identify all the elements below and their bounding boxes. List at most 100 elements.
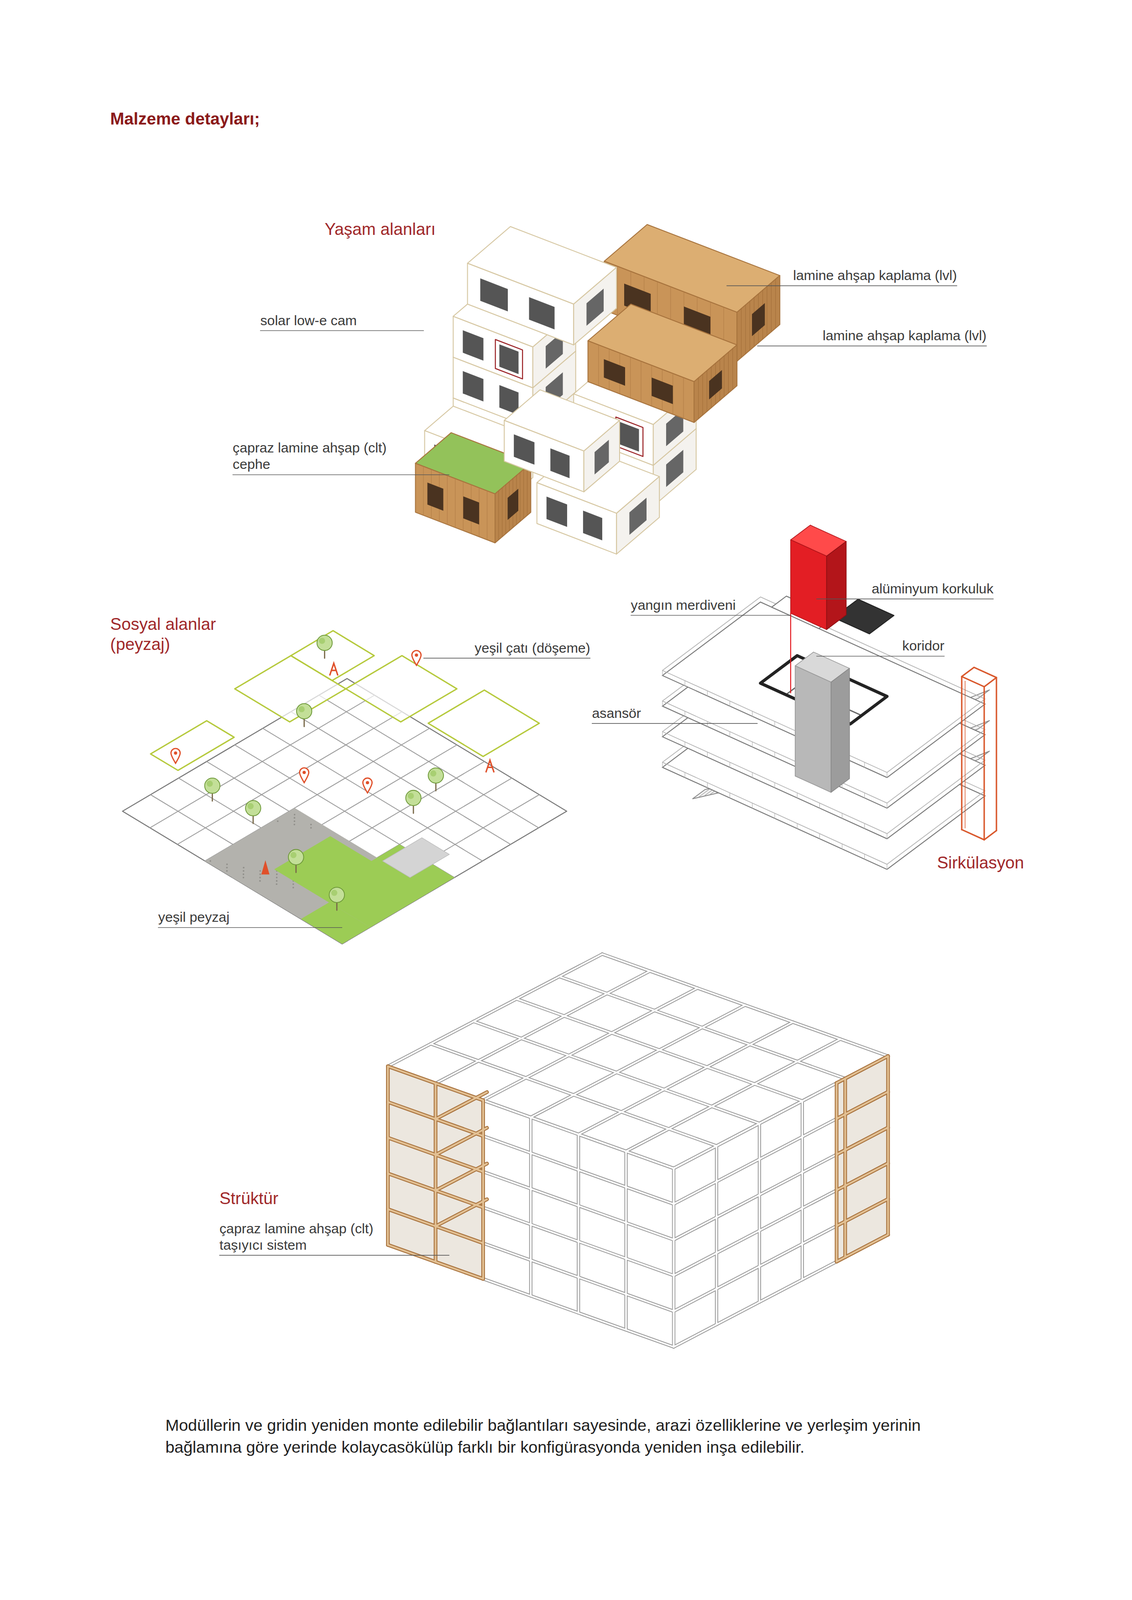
gravel-dot [293,813,296,816]
beam [758,1123,761,1303]
caption: Modüllerin ve gridin yeniden monte edile… [165,1414,978,1460]
tree-canopy [430,770,437,777]
railing-post [774,721,775,727]
timber-beam [886,1056,889,1236]
gravel-dot [276,820,279,823]
timber-plank [501,487,503,537]
railing-post [886,803,888,809]
timber-plank [771,282,772,332]
railing-post [729,731,731,737]
module-face [693,344,737,423]
gravel-dot [209,860,212,863]
seating-symbol [485,760,495,773]
gravel-dot [226,867,229,870]
gravel-dot [275,883,278,886]
callout-label: çapraz lamine ahşap (clt) taşıyıcı siste… [219,1220,375,1254]
tree-canopy [245,800,261,817]
shaft-edge [983,687,985,841]
tree-canopy [206,780,213,787]
beam-outline [624,1151,628,1331]
beam [673,1190,837,1276]
timber-beam [435,1128,488,1156]
railing-post [707,752,708,758]
window [751,303,765,337]
timber-beam-outline [886,1056,890,1236]
gravel-dot [226,863,229,866]
beam [530,1005,746,1118]
timber-beam [435,1092,488,1120]
gravel-dot [292,883,295,886]
leader-line [816,599,994,600]
beam [673,1154,837,1241]
gravel-dot [293,817,296,820]
beam-outline [529,1117,533,1297]
gravel-dot [242,870,245,873]
module-face [504,420,584,493]
beam [577,1134,580,1314]
railing-post [751,803,753,809]
window [666,449,684,487]
leader-line [219,1255,449,1257]
fire-stair-face [790,540,827,631]
beam [625,1151,627,1331]
timber-beam-outline [433,1083,438,1263]
tree-canopy [204,778,221,794]
beam [673,1083,837,1169]
beam [673,1226,837,1312]
beam [387,954,603,1067]
beam-outline [483,988,698,1101]
tree-canopy [298,706,305,713]
railing-post [774,782,775,788]
timber-plank [486,490,488,540]
railing-post [797,823,798,829]
window [499,344,519,375]
window-frame [495,339,523,379]
gravel-dot [292,886,295,889]
shaft-edge [965,681,966,829]
beam-outline [387,954,603,1067]
railing-post [684,741,686,747]
window [462,330,484,361]
fire-stair-face [826,541,847,630]
railing-post [886,864,888,870]
timber-beam [434,1083,437,1263]
timber-plank [526,466,528,516]
gravel-dot [242,873,245,876]
beam-outline [800,1101,804,1281]
timber-plank [454,478,456,528]
tree-canopy [405,790,422,807]
leader-line [757,345,987,347]
tree-canopy [318,637,325,644]
tree-canopy [331,890,338,897]
leader-line [816,656,945,657]
page-title: Malzeme detayları; [110,109,261,130]
railing-post [729,701,731,707]
tree [245,800,261,824]
beam-outline [530,1005,746,1118]
railing-post [774,813,775,819]
railing-post [864,792,865,799]
module-face [495,463,531,543]
section-heading: Strüktür [219,1189,279,1210]
timber-plank [740,308,742,358]
location-pin-dot [302,771,306,775]
railing-post [841,813,843,819]
callout-label: koridor [902,637,945,655]
railing-post [819,803,820,809]
gravel-dot [226,870,229,873]
sculpture-symbol [261,860,270,875]
railing-post [864,762,865,768]
gravel-dot [259,876,261,879]
timber-plank [745,305,746,355]
timber-beam-outline [435,1092,488,1120]
tree-canopy [407,792,414,799]
timber-plank [702,374,704,416]
beam [715,1146,718,1326]
location-pin [412,650,422,666]
railing-post [751,741,753,747]
callout-label: yeşil peyzaj [158,909,230,926]
timber-beam-outline [834,1083,839,1263]
railing-post [864,854,865,860]
window [586,288,604,326]
